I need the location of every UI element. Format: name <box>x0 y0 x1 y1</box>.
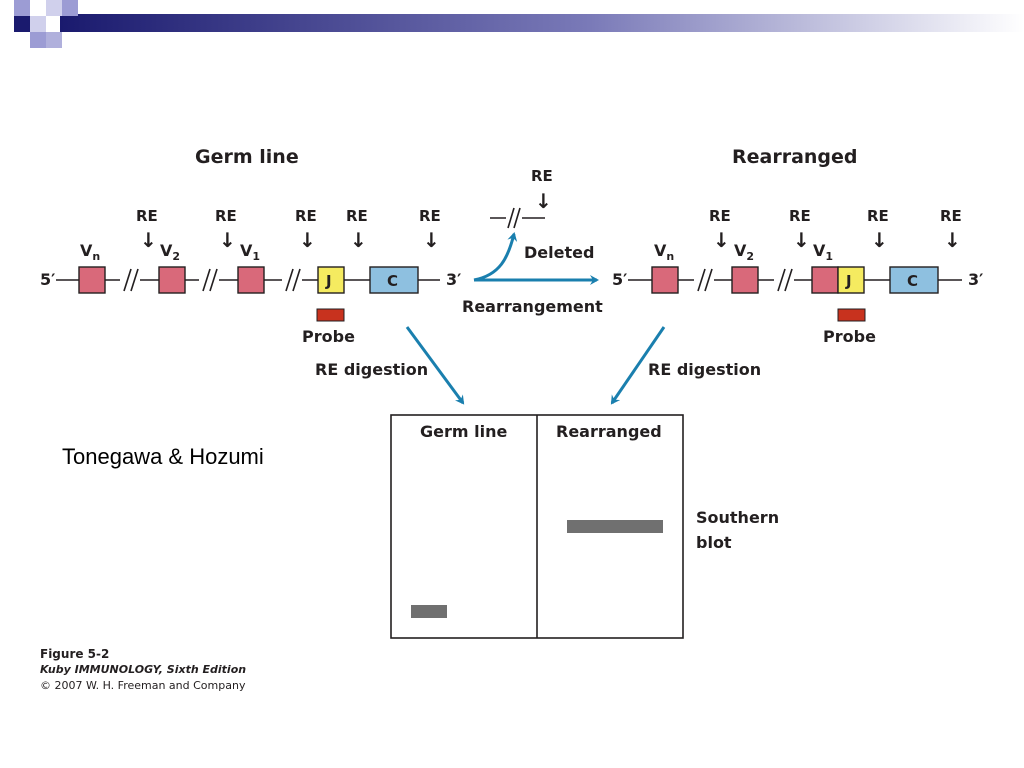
j-segment <box>837 266 865 294</box>
band-germline <box>411 605 447 618</box>
book-title: Kuby IMMUNOLOGY, Sixth Edition <box>40 663 247 676</box>
down-arrow-icon: ↓ <box>944 228 961 252</box>
deleted-label: Deleted <box>524 243 594 262</box>
gradient-bar <box>60 14 1024 32</box>
re-label: RE <box>531 167 553 185</box>
decorative-header-strip <box>14 0 1024 48</box>
c-segment-label: C <box>387 272 398 290</box>
segment-label-v2: V2 <box>160 241 180 263</box>
re-label: RE <box>419 207 441 225</box>
down-arrow-icon: ↓ <box>350 228 367 252</box>
three-prime-end: 3′ <box>446 270 461 289</box>
j-segment-label: J <box>845 272 852 290</box>
decor-square <box>46 32 62 48</box>
germline-re-sites: RE ↓ RE ↓ RE ↓ RE ↓ RE ↓ <box>136 207 441 252</box>
segment-label-v1: V1 <box>240 241 260 263</box>
vn-segment <box>651 266 679 294</box>
down-arrow-icon: ↓ <box>140 228 157 252</box>
c-segment-label: C <box>907 272 918 290</box>
j-segment-label: J <box>325 272 332 290</box>
three-prime-end: 3′ <box>968 270 983 289</box>
re-label: RE <box>215 207 237 225</box>
segment-label-vn: Vn <box>80 241 100 263</box>
segment-label-v2: V2 <box>734 241 754 263</box>
deleted-fragment <box>490 207 545 230</box>
probe-marker <box>837 308 866 322</box>
decor-square <box>14 16 30 32</box>
figure-credit: Figure 5-2 Kuby IMMUNOLOGY, Sixth Editio… <box>40 646 246 694</box>
down-arrow-icon: ↓ <box>793 228 810 252</box>
probe-label: Probe <box>302 327 355 346</box>
re-label: RE <box>867 207 889 225</box>
southern-blot-label-line2: blot <box>696 533 732 552</box>
re-label: RE <box>940 207 962 225</box>
vn-segment <box>78 266 106 294</box>
segment-label-vn: Vn <box>654 241 674 263</box>
decor-square <box>62 0 78 16</box>
five-prime-end: 5′ <box>612 270 627 289</box>
band-rearranged <box>567 520 663 533</box>
lane-label-rearranged: Rearranged <box>556 422 662 441</box>
v2-segment <box>731 266 759 294</box>
re-label: RE <box>709 207 731 225</box>
decor-square <box>46 0 62 16</box>
probe-label: Probe <box>823 327 876 346</box>
copyright-line: © 2007 W. H. Freeman and Company <box>40 679 246 692</box>
segment-label-v1: V1 <box>813 241 833 263</box>
southern-blot-label-line1: Southern <box>696 508 779 527</box>
re-label: RE <box>346 207 368 225</box>
re-label: RE <box>295 207 317 225</box>
decor-square <box>30 32 46 48</box>
down-arrow-icon: ↓ <box>423 228 440 252</box>
down-arrow-icon: ↓ <box>535 189 552 213</box>
author-caption: Tonegawa & Hozumi <box>62 444 264 469</box>
v1-segment <box>237 266 265 294</box>
re-label: RE <box>789 207 811 225</box>
break-marks <box>120 268 302 292</box>
v1-segment <box>811 266 839 294</box>
deletion-arrow <box>473 232 518 282</box>
probe-marker <box>316 308 345 322</box>
c-segment <box>369 266 419 294</box>
decor-square <box>14 0 30 16</box>
c-segment <box>889 266 939 294</box>
germline-title: Germ line <box>195 146 299 168</box>
rearranged-title: Rearranged <box>732 146 858 168</box>
rearrangement-label: Rearrangement <box>462 297 603 316</box>
digestion-arrow-left <box>405 326 465 405</box>
rearranged-re-sites: RE ↓ RE ↓ RE ↓ RE ↓ <box>709 207 962 252</box>
re-label: RE <box>136 207 158 225</box>
five-prime-end: 5′ <box>40 270 55 289</box>
digestion-label-right: RE digestion <box>648 360 761 379</box>
down-arrow-icon: ↓ <box>219 228 236 252</box>
down-arrow-icon: ↓ <box>871 228 888 252</box>
digestion-label-left: RE digestion <box>315 360 428 379</box>
j-segment <box>317 266 345 294</box>
digestion-arrow-right <box>610 326 666 405</box>
break-marks <box>694 268 794 292</box>
v2-segment <box>158 266 186 294</box>
down-arrow-icon: ↓ <box>713 228 730 252</box>
down-arrow-icon: ↓ <box>299 228 316 252</box>
decor-square <box>30 16 46 32</box>
figure-number: Figure 5-2 <box>40 647 110 661</box>
lane-label-germline: Germ line <box>420 422 507 441</box>
